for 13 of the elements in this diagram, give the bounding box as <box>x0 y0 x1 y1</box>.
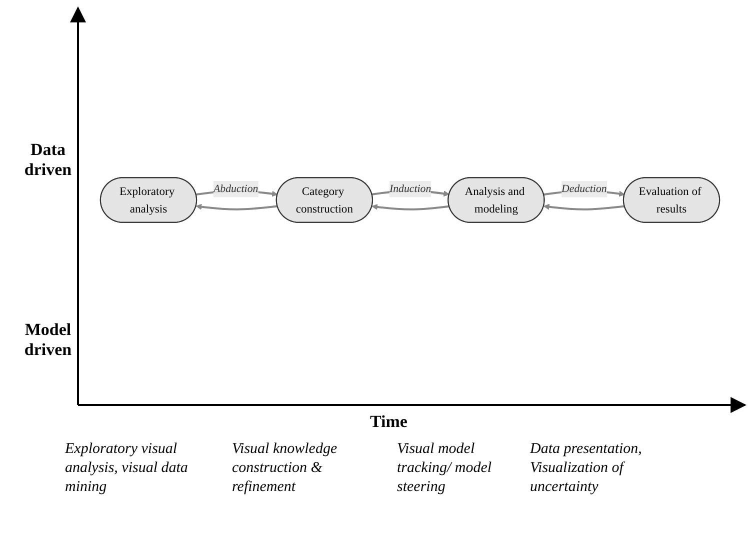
edge-label: Abduction <box>214 183 258 195</box>
caption-text: Visual model tracking/ model steering <box>397 440 493 496</box>
edge-label: Induction <box>389 183 432 195</box>
edge-label: Deduction <box>562 183 607 195</box>
arrow <box>544 204 625 210</box>
axis-label: Data driven <box>23 140 73 180</box>
caption-text: Exploratory visual analysis, visual data mining <box>65 440 189 496</box>
axis-label: Time <box>370 412 408 432</box>
caption-text: Data presentation, Visualization of uncertainty <box>530 440 643 496</box>
arrow <box>196 204 278 210</box>
axis-label: Model driven <box>23 320 73 360</box>
caption-text: Visual knowledge construction & refinement <box>232 440 338 496</box>
arrow <box>372 204 450 210</box>
